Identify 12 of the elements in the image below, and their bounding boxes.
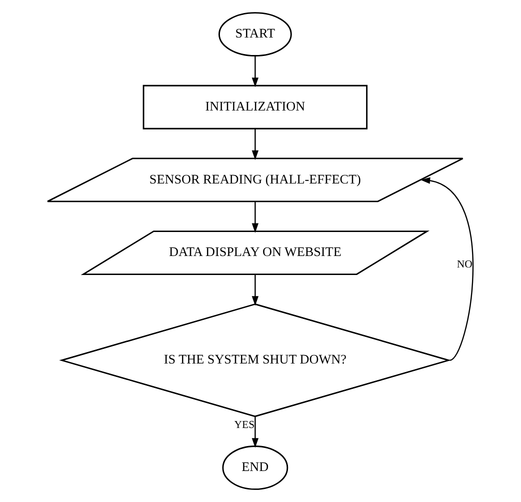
edge-label: YES bbox=[234, 419, 255, 432]
arrow bbox=[252, 202, 259, 233]
edge-label: NO bbox=[456, 258, 472, 271]
arrow bbox=[252, 416, 259, 448]
node-box: INITIALIZATION bbox=[142, 84, 368, 130]
arrow bbox=[252, 274, 259, 306]
node-ellipse: START bbox=[218, 12, 292, 56]
arrow bbox=[252, 128, 259, 160]
arrow bbox=[252, 56, 259, 88]
node-diamond: IS THE SYSTEM SHUT DOWN? bbox=[59, 303, 452, 418]
arrow bbox=[420, 177, 474, 361]
node-ellipse: END bbox=[222, 446, 288, 490]
